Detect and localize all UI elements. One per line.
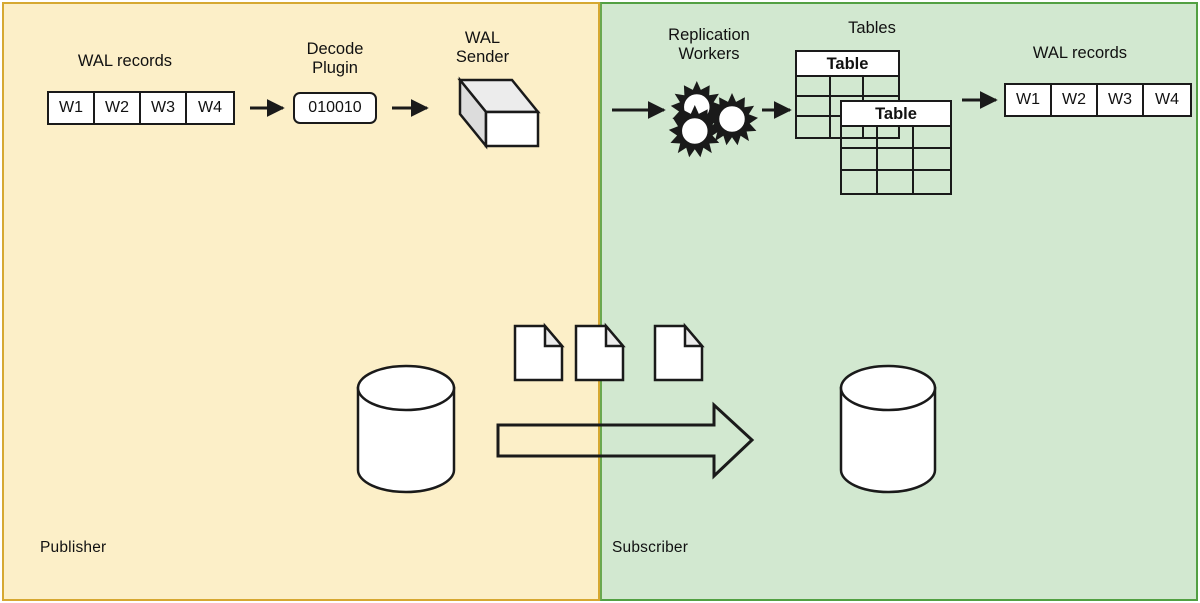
subscriber-wal-records-caption: WAL records bbox=[1032, 44, 1128, 62]
wal-cell: W4 bbox=[1144, 85, 1190, 115]
table-cell bbox=[830, 77, 865, 97]
wal-sender-caption: WAL Sender bbox=[455, 29, 510, 67]
table-cell bbox=[914, 171, 950, 193]
table-cell bbox=[797, 117, 831, 137]
table-cell bbox=[842, 149, 878, 171]
table-cell bbox=[864, 77, 898, 97]
replication-workers-caption: Replication Workers bbox=[668, 26, 750, 64]
wal-cell: W4 bbox=[187, 93, 233, 123]
table-title: Table bbox=[797, 52, 898, 77]
table-cell bbox=[831, 117, 865, 137]
publisher-label: Publisher bbox=[40, 539, 107, 556]
publisher-wal-records-caption: WAL records bbox=[77, 52, 173, 70]
wal-cell: W1 bbox=[49, 93, 95, 123]
table-cell bbox=[914, 149, 950, 171]
table-title: Table bbox=[842, 102, 950, 127]
wal-cell: W2 bbox=[95, 93, 141, 123]
decode-plugin-caption: Decode Plugin bbox=[306, 40, 364, 78]
decode-plugin-box: 010010 bbox=[293, 92, 377, 124]
table-cell bbox=[797, 77, 831, 97]
table-cell bbox=[914, 127, 950, 149]
table-grid bbox=[842, 127, 950, 193]
table-shape-front: Table bbox=[840, 100, 952, 195]
table-cell bbox=[878, 149, 914, 171]
subscriber-wal-records-strip: W1 W2 W3 W4 bbox=[1004, 83, 1192, 117]
wal-cell: W3 bbox=[1098, 85, 1144, 115]
table-cell bbox=[842, 171, 878, 193]
table-cell bbox=[797, 97, 831, 117]
table-cell bbox=[878, 127, 914, 149]
table-shape-back: Table bbox=[795, 50, 900, 139]
tables-caption: Tables bbox=[848, 19, 896, 37]
table-cell bbox=[878, 171, 914, 193]
publisher-wal-records-strip: W1 W2 W3 W4 bbox=[47, 91, 235, 125]
table-cell bbox=[842, 127, 878, 149]
wal-cell: W3 bbox=[141, 93, 187, 123]
wal-cell: W1 bbox=[1006, 85, 1052, 115]
wal-cell: W2 bbox=[1052, 85, 1098, 115]
subscriber-label: Subscriber bbox=[612, 539, 689, 556]
